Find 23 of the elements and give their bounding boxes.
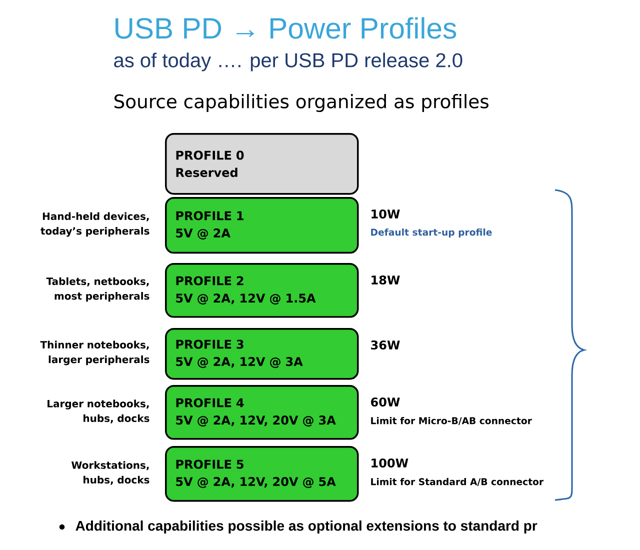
wattage: 60W <box>371 397 400 407</box>
profile-box: PROFILE 0 Reserved <box>165 133 359 195</box>
device-label: Thinner notebooks, larger peripherals <box>40 340 150 366</box>
subtitle: as of today …. per USB PD release 2.0 <box>114 52 462 72</box>
note: Limit for Standard A/B connector <box>371 478 544 486</box>
wattage: 10W <box>372 209 400 219</box>
bullet-text: Additional capabilities possible as optional extensions to standard pr <box>76 520 538 534</box>
device-label: Larger notebooks, hubs, docks <box>48 400 150 424</box>
heading: Source capabilities organized as profiles <box>114 94 488 112</box>
device-label: Workstations, hubs, docks <box>71 461 150 485</box>
note: Default start-up profile <box>371 228 492 238</box>
wattage: 100W <box>372 458 408 468</box>
note: Limit for Micro-B/AB connector <box>371 417 532 425</box>
title: USB PD → Power Profiles <box>116 17 456 39</box>
profile-box: PROFILE 4 5V @ 2A, 12V, 20V @ 3A <box>165 385 359 440</box>
device-label: Tablets, netbooks, most peripherals <box>46 277 150 302</box>
wattage: 18W <box>372 275 400 285</box>
profile-box: PROFILE 2 5V @ 2A, 12V @ 1.5A <box>165 263 359 318</box>
profile-box: PROFILE 5 5V @ 2A, 12V, 20V @ 5A <box>165 446 359 502</box>
profile-box: PROFILE 3 5V @ 2A, 12V @ 3A <box>165 328 359 380</box>
device-label: Hand-held devices, today’s peripherals <box>40 212 150 237</box>
wattage: 36W <box>371 340 400 350</box>
profile-box: PROFILE 1 5V @ 2A <box>165 197 359 254</box>
